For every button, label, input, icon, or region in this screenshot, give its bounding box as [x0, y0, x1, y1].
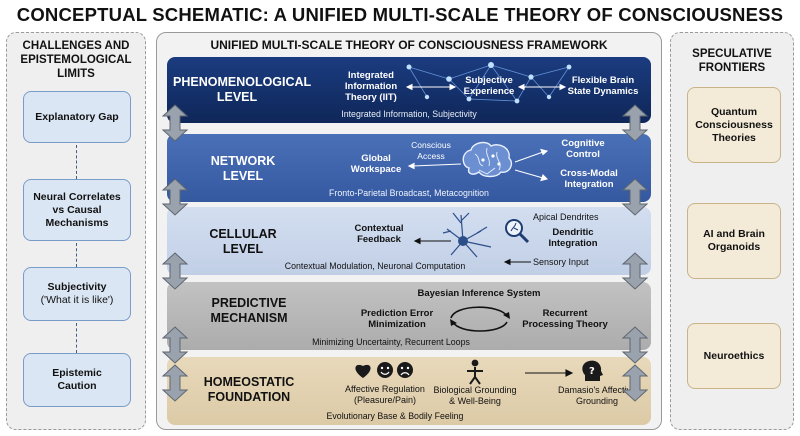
- bidirectional-arrows: [405, 83, 567, 91]
- contextual-feedback-label: Contextual Feedback: [354, 223, 404, 245]
- page-title: CONCEPTUAL SCHEMATIC: A UNIFIED MULTI-SC…: [16, 4, 784, 25]
- head-question-icon: ?: [582, 360, 603, 381]
- dendritic-integration-label: Dendritic Integration: [548, 227, 598, 249]
- frontier-quantum[interactable]: Quantum Consciousness Theories: [687, 87, 781, 163]
- recurrent-loop-icon: [450, 306, 510, 332]
- challenge-neural-correlates[interactable]: Neural Correlates vs Causal Mechanisms: [23, 179, 131, 241]
- layer-network[interactable]: NETWORK LEVEL Global Workspace Conscious…: [167, 134, 651, 202]
- brain-icon: [462, 141, 513, 178]
- framework-title: UNIFIED MULTI-SCALE THEORY OF CONSCIOUSN…: [210, 38, 608, 52]
- body-figure-icon: [467, 359, 483, 385]
- flexible-dynamics-label: Flexible Brain State Dynamics: [567, 75, 639, 97]
- challenge-arrow: [72, 323, 80, 359]
- layer-phenomenological[interactable]: PHENOMENOLOGICAL LEVEL Integrated I: [167, 57, 651, 123]
- iit-label: Integrated Information Theory (IIT): [344, 70, 398, 103]
- damasio-label: Damasio's Affective Grounding: [557, 385, 637, 406]
- frontier-neuroethics[interactable]: Neuroethics: [687, 323, 781, 389]
- frontiers-panel: SPECULATIVE FRONTIERS Quantum Consciousn…: [670, 32, 794, 430]
- challenge-arrow: [72, 243, 80, 273]
- recurrent-processing-label: Recurrent Processing Theory: [522, 308, 608, 330]
- cross-modal-label: Cross-Modal Integration: [560, 168, 618, 190]
- grounding-arrow: [525, 369, 574, 377]
- challenge-epistemic-caution[interactable]: Epistemic Caution: [23, 353, 131, 407]
- layer-predictive[interactable]: PREDICTIVE MECHANISM Bayesian Inference …: [167, 282, 651, 350]
- homeostatic-caption: Evolutionary Base & Bodily Feeling: [326, 411, 464, 421]
- network-arrows: [407, 148, 549, 182]
- sensory-arrow: [503, 258, 531, 266]
- affective-regulation-label: Affective Regulation (Pleasure/Pain): [345, 384, 425, 405]
- connector-right: [622, 104, 648, 402]
- layer-connectors: [162, 104, 648, 402]
- phenomenological-caption: Integrated Information, Subjectivity: [341, 109, 477, 119]
- challenge-arrow: [72, 145, 80, 185]
- layer-title: PHENOMENOLOGICAL LEVEL: [173, 75, 312, 104]
- challenges-panel-title: CHALLENGES AND EPISTEMOLOGICAL LIMITS: [20, 40, 132, 80]
- emotion-faces-icon: [355, 362, 413, 378]
- network-graph-icon: [406, 62, 572, 104]
- frontier-ai-organoids[interactable]: AI and Brain Organoids: [687, 203, 781, 279]
- layer-title: HOMEOSTATIC FOUNDATION: [203, 375, 295, 404]
- layer-title: CELLULAR LEVEL: [209, 227, 277, 256]
- cellular-caption: Contextual Modulation, Neuronal Computat…: [284, 261, 466, 271]
- challenge-subjectivity[interactable]: Subjectivity ('What it is like'): [23, 267, 131, 321]
- prediction-error-label: Prediction Error Minimization: [360, 308, 434, 330]
- layer-title: NETWORK LEVEL: [210, 154, 276, 183]
- conscious-access-label: Conscious Access: [411, 140, 451, 161]
- svg-text:?: ?: [589, 366, 595, 377]
- magnifier-icon: [505, 219, 530, 244]
- predictive-caption: Minimizing Uncertainty, Recurrent Loops: [312, 337, 470, 347]
- network-caption: Fronto-Parietal Broadcast, Metacognition: [329, 188, 489, 198]
- bayesian-label: Bayesian Inference System: [417, 288, 541, 299]
- challenges-panel: CHALLENGES AND EPISTEMOLOGICAL LIMITS Ex…: [6, 32, 146, 430]
- global-workspace-label: Global Workspace: [350, 153, 402, 175]
- biological-grounding-label: Biological Grounding & Well-Being: [433, 385, 517, 406]
- layer-cellular[interactable]: CELLULAR LEVEL Contextual Feedback Apica…: [167, 207, 651, 275]
- connector-left: [162, 104, 188, 402]
- challenge-explanatory-gap[interactable]: Explanatory Gap: [23, 91, 131, 143]
- framework-panel: UNIFIED MULTI-SCALE THEORY OF CONSCIOUSN…: [156, 32, 662, 430]
- subjective-experience-label: Subjective Experience: [463, 75, 515, 97]
- layer-homeostatic[interactable]: HOMEOSTATIC FOUNDATION Affective Regulat…: [167, 357, 651, 425]
- cognitive-control-label: Cognitive Control: [561, 138, 605, 160]
- frontiers-panel-title: SPECULATIVE FRONTIERS: [692, 48, 772, 74]
- neuron-icon: [413, 212, 492, 258]
- apical-dendrites-label: Apical Dendrites: [533, 212, 599, 222]
- layer-title: PREDICTIVE MECHANISM: [210, 296, 288, 325]
- sensory-input-label: Sensory Input: [533, 257, 589, 267]
